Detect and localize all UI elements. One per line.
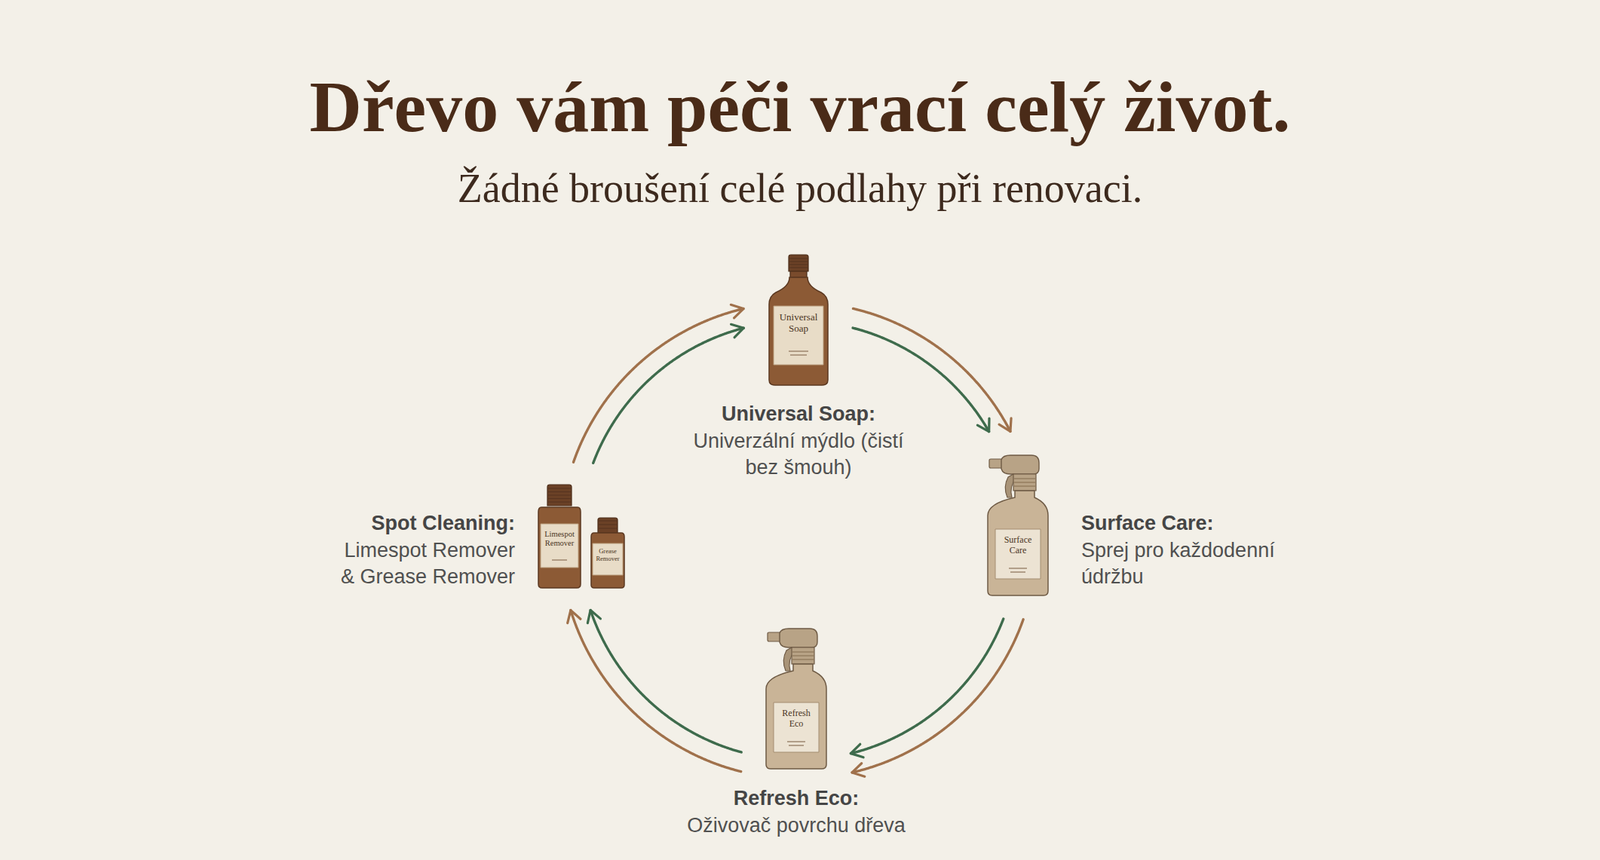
spray-body <box>766 664 827 770</box>
label-rule <box>548 487 571 489</box>
node-caption: Surface Care:Sprej pro každodenní údržbu <box>1081 510 1323 592</box>
label-rule <box>548 494 571 496</box>
label-rule <box>551 559 568 561</box>
cycle-arrow <box>853 308 1011 432</box>
label-rule <box>789 260 808 262</box>
spray-head <box>779 628 818 648</box>
node-description: Univerzální mýdlo (čistí bez šmouh) <box>685 428 912 482</box>
product-node: Universal SoapUniversal Soap:Univerzální… <box>766 254 831 387</box>
bottle-label-text: Surface Care <box>996 535 1040 557</box>
page-title: Dřevo vám péči vrací celý život. <box>0 65 1600 149</box>
spray-collar <box>1013 474 1037 491</box>
label-rule <box>548 501 571 503</box>
label-rule <box>598 520 617 522</box>
bottle-label-text: Limespot Remover <box>541 530 578 549</box>
bottle-label-text: Refresh Eco <box>775 708 818 730</box>
label-rule <box>598 524 617 525</box>
label-rule <box>792 651 814 653</box>
bottle-body <box>538 507 581 589</box>
product-illustration <box>984 453 1052 598</box>
bottle-cap <box>547 484 572 506</box>
label-rule <box>789 257 808 259</box>
bottle-label-text: Universal Soap <box>775 312 822 335</box>
bottle-label <box>540 524 579 568</box>
label-rule <box>789 266 808 268</box>
bottle-label <box>773 306 824 365</box>
spray-head <box>1001 455 1040 475</box>
node-heading: Universal Soap: <box>685 401 912 429</box>
label-rule <box>548 491 571 493</box>
node-caption: Universal Soap:Univerzální mýdlo (čistí … <box>685 401 912 482</box>
product-node: Limespot RemoverGrease RemoverSpot Clean… <box>536 484 628 589</box>
bottle-cap <box>788 254 809 272</box>
spray-collar <box>791 647 815 665</box>
label-rule <box>788 744 804 746</box>
bottle-body <box>591 533 625 589</box>
cycle-arrow <box>850 619 1003 755</box>
label-rule <box>1014 481 1036 483</box>
spray-label <box>995 529 1041 580</box>
node-description: Oživovač povrchu dřeva <box>645 812 948 840</box>
label-rule <box>792 659 814 660</box>
product-node: Refresh EcoRefresh Eco:Oživovač povrchu … <box>763 627 830 771</box>
node-caption: Spot Cleaning:Limespot Remover & Grease … <box>334 510 515 592</box>
label-rule <box>787 741 806 742</box>
cycle-arrow <box>570 610 742 773</box>
cycle-arrow <box>852 619 1024 773</box>
label-rule <box>1008 567 1027 569</box>
node-description: Limespot Remover & Grease Remover <box>334 537 515 592</box>
bottle-label <box>592 543 623 576</box>
node-heading: Refresh Eco: <box>645 785 948 813</box>
label-rule <box>1014 478 1036 479</box>
label-rule <box>548 498 571 500</box>
bottle-label-text: Grease Remover <box>593 548 623 564</box>
node-heading: Spot Cleaning: <box>334 510 515 538</box>
node-description: Sprej pro každodenní údržbu <box>1081 537 1323 592</box>
label-rule <box>598 527 617 529</box>
spray-label <box>773 702 819 753</box>
label-rule <box>1010 571 1026 573</box>
product-node: Surface CareSurface Care:Sprej pro každo… <box>984 453 1052 598</box>
page-subtitle: Žádné broušení celé podlahy při renovaci… <box>0 164 1600 214</box>
node-caption: Refresh Eco:Oživovač povrchu dřeva <box>645 785 948 840</box>
label-rule <box>790 354 807 356</box>
spray-body <box>987 490 1049 596</box>
bottle-cap <box>597 518 618 534</box>
bottle-body <box>769 277 828 386</box>
cycle-arrow <box>590 610 742 753</box>
bottle-neck <box>790 271 807 278</box>
label-rule <box>788 350 809 352</box>
label-rule <box>1014 485 1036 487</box>
node-heading: Surface Care: <box>1081 510 1323 538</box>
label-rule <box>792 655 814 656</box>
label-rule <box>789 263 808 265</box>
product-illustration <box>763 627 830 771</box>
